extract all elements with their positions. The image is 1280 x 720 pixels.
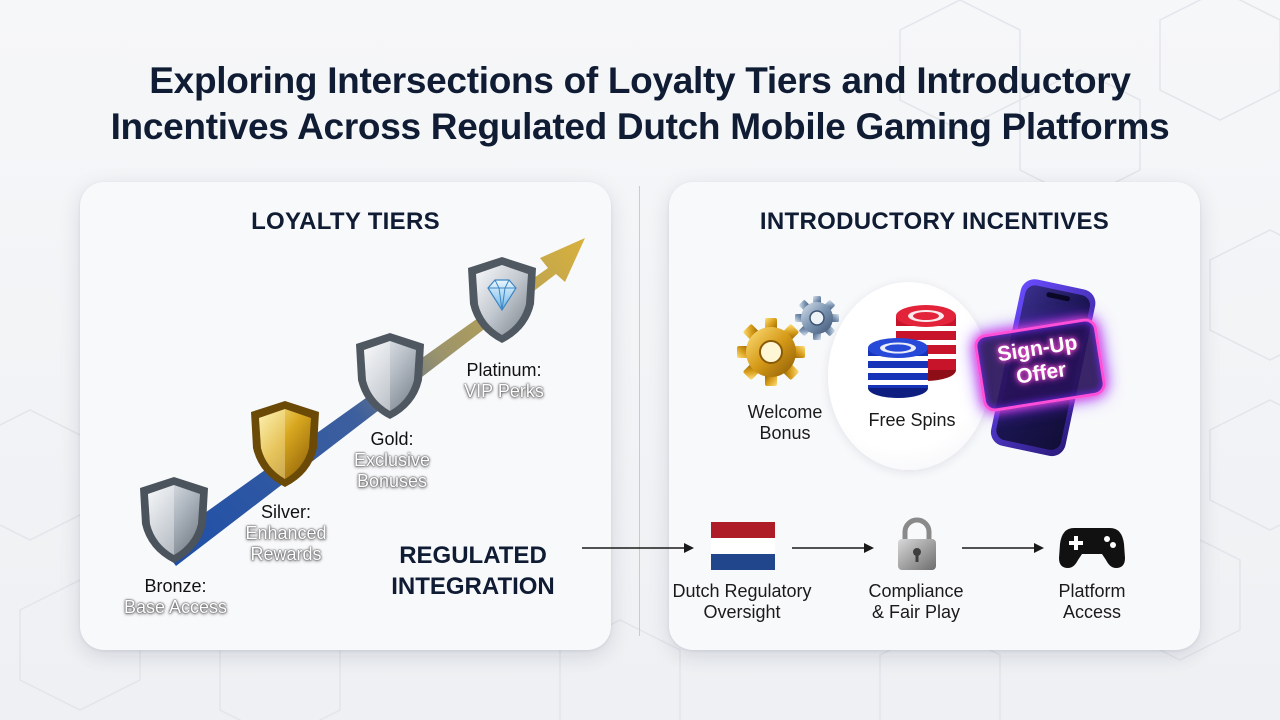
dutch-regulatory-oversight-label: Dutch Regulatory Oversight — [664, 581, 820, 623]
platform-access-line-1: Platform — [1058, 581, 1126, 601]
tier-platinum-perk: VIP Perks — [464, 381, 544, 401]
bronze-shield-icon — [140, 477, 208, 563]
compliance-line-2: & Fair Play — [871, 602, 961, 622]
page-title: Exploring Intersections of Loyalty Tiers… — [40, 58, 1240, 150]
gears-icon — [737, 296, 839, 386]
free-spins-line-1: Free Spins — [868, 410, 956, 430]
loyalty-tiers-heading: LOYALTY TIERS — [251, 208, 440, 235]
dutch-flag-icon — [711, 522, 775, 570]
tier-bronze-perk: Base Access — [123, 597, 228, 617]
regulated-integration-line-1: REGULATED — [399, 542, 547, 569]
tier-bronze: Bronze: Base Access — [108, 576, 243, 618]
tier-silver-name: Silver: — [260, 502, 311, 522]
tier-platinum: Platinum: VIP Perks — [444, 360, 564, 402]
flow-arrow-1 — [582, 543, 694, 553]
platinum-diamond-shield-icon — [468, 257, 536, 343]
flow-arrow-3 — [962, 543, 1044, 553]
platform-access-label: Platform Access — [1040, 581, 1144, 623]
tier-gold-perk-line-1: Exclusive — [353, 450, 431, 470]
panel-divider — [639, 186, 640, 636]
regulated-integration-line-2: INTEGRATION — [391, 573, 555, 600]
gamepad-icon — [1059, 528, 1125, 568]
dutch-regulatory-line-2: Oversight — [703, 602, 781, 622]
title-line-1: Exploring Intersections of Loyalty Tiers… — [149, 60, 1131, 101]
introductory-incentives-heading: INTRODUCTORY INCENTIVES — [759, 208, 1110, 235]
tier-gold: Gold: Exclusive Bonuses — [332, 429, 452, 492]
tier-gold-perk-line-2: Bonuses — [356, 471, 428, 491]
welcome-bonus-label: Welcome Bonus — [730, 402, 840, 444]
casino-chips-icon — [868, 305, 956, 398]
compliance-fair-play-label: Compliance & Fair Play — [856, 581, 976, 623]
padlock-icon — [898, 517, 936, 570]
silver-shield-icon — [251, 401, 319, 487]
tier-gold-name: Gold: — [370, 429, 414, 449]
flow-arrow-2 — [792, 543, 874, 553]
welcome-bonus-line-1: Welcome — [747, 402, 823, 422]
tier-silver-perk-line-2: Rewards — [250, 544, 322, 564]
tier-bronze-name: Bronze: — [144, 576, 207, 596]
welcome-bonus-line-2: Bonus — [759, 423, 811, 443]
gold-shield-icon — [356, 333, 424, 419]
regulated-integration-label: REGULATED INTEGRATION — [378, 540, 568, 602]
dutch-regulatory-line-1: Dutch Regulatory — [672, 581, 812, 601]
free-spins-label: Free Spins — [852, 410, 972, 431]
tier-platinum-name: Platinum: — [466, 360, 542, 380]
compliance-line-1: Compliance — [868, 581, 964, 601]
tier-silver: Silver: Enhanced Rewards — [226, 502, 346, 565]
title-line-2: Incentives Across Regulated Dutch Mobile… — [110, 106, 1170, 147]
tier-silver-perk-line-1: Enhanced — [245, 523, 327, 543]
platform-access-line-2: Access — [1062, 602, 1122, 622]
